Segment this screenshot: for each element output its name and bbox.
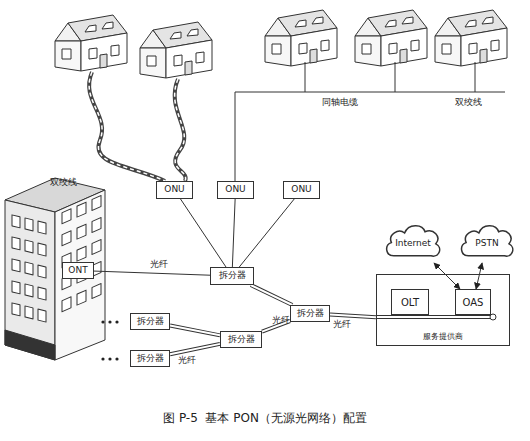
connector-line xyxy=(170,325,220,335)
node-label: 拆分器 xyxy=(228,335,255,345)
cable-label: 同轴电缆 xyxy=(322,96,358,109)
house-icon xyxy=(55,10,507,78)
connector-line xyxy=(170,344,220,354)
onu-box: ONU xyxy=(283,181,320,199)
connector xyxy=(232,199,235,267)
network-cloud: Internet xyxy=(383,221,443,263)
node-label: ONU xyxy=(164,185,184,195)
onu-box: ONU xyxy=(156,181,193,199)
onu-box: ONU xyxy=(217,181,254,199)
node-label: 拆分器 xyxy=(137,354,164,364)
splitter-box: 拆分器 xyxy=(290,305,330,322)
office-building xyxy=(5,178,105,360)
node-label: 拆分器 xyxy=(219,271,246,281)
connector-line xyxy=(181,199,226,267)
connector-line xyxy=(170,344,220,354)
connector xyxy=(476,263,482,289)
node-label: OAS xyxy=(463,297,484,308)
node-label: OLT xyxy=(401,297,419,308)
cable-label: 双绞线 xyxy=(455,96,482,109)
splitter-box: 拆分器 xyxy=(130,350,170,367)
cable-label: 双绞线 xyxy=(50,176,77,189)
node-label: PSTN xyxy=(475,239,498,249)
node-label: ONU xyxy=(291,185,311,195)
fiber-connector xyxy=(330,315,376,318)
oas-box: OAS xyxy=(455,289,491,315)
twisted-pair-cable xyxy=(89,72,186,181)
provider-label: 服务提供商 xyxy=(377,333,509,342)
splitter-box: 拆分器 xyxy=(130,313,170,330)
olt-box: OLT xyxy=(391,289,429,315)
fiber-connector xyxy=(170,344,220,354)
cloud-outline xyxy=(462,226,513,257)
connector-line xyxy=(330,315,376,318)
fiber-connector xyxy=(170,325,220,335)
connector xyxy=(94,271,210,275)
continuation-dots xyxy=(101,320,118,360)
splitter-box: 拆分器 xyxy=(210,267,254,285)
coax-cable xyxy=(235,62,505,181)
edge-label: 光纤 xyxy=(178,354,196,367)
connector-line xyxy=(251,285,293,305)
splitter-box: 拆分器 xyxy=(220,331,262,348)
edge-label: 光纤 xyxy=(272,314,290,327)
connector-line xyxy=(232,199,235,267)
network-cloud: PSTN xyxy=(458,221,516,263)
node-label: ONT xyxy=(68,266,87,276)
node-label: 拆分器 xyxy=(137,317,164,327)
connector-line xyxy=(476,263,482,289)
connector-line xyxy=(330,315,376,318)
node-label: 拆分器 xyxy=(297,309,324,319)
connector xyxy=(434,263,460,289)
figure-caption: 图 P-5 基本 PON（无源光网络）配置 xyxy=(0,410,530,427)
ont-box: ONT xyxy=(62,262,94,279)
edge-label: 光纤 xyxy=(150,258,168,271)
connector-line xyxy=(94,271,210,275)
edge-label: 光纤 xyxy=(333,318,351,331)
node-label: Internet xyxy=(395,239,431,249)
connector-line xyxy=(170,325,220,335)
node-label: ONU xyxy=(225,185,245,195)
provider-box: 服务提供商 OLT OAS xyxy=(376,274,510,346)
connector xyxy=(181,199,226,267)
connector-line xyxy=(239,199,294,267)
connector xyxy=(239,199,294,267)
fiber-connector xyxy=(251,285,293,305)
connector-line xyxy=(434,263,460,289)
cloud-outline xyxy=(387,226,440,257)
connector-line xyxy=(251,285,293,305)
